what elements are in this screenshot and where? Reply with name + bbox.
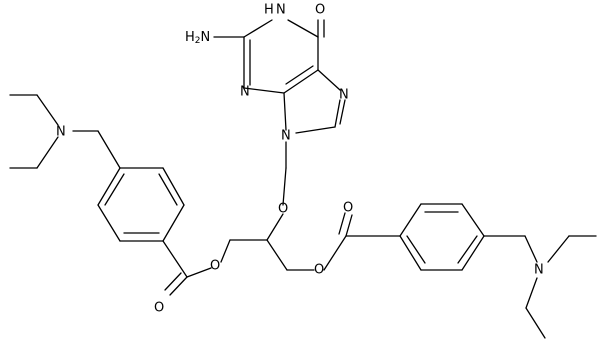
right-amine-nitrogen-label: N [534,263,544,278]
bond [243,19,273,38]
bond [406,235,426,264]
n9-label: N [281,129,291,144]
left-ester-oxygen-label: O [210,259,220,274]
bond [104,173,125,206]
bond [334,99,341,128]
n7-label: N [339,88,349,103]
bond [162,167,185,206]
bond [169,276,188,296]
bond [317,69,341,91]
bond [282,167,287,206]
oxo-oxygen-label: O [315,3,325,18]
right-carbonyl-oxygen-label: O [343,201,353,216]
bond [162,204,185,242]
bond [461,203,485,237]
bond [399,203,422,237]
n1-hydrogen-label: H [264,3,274,18]
bond [339,99,346,125]
bond [399,235,422,271]
bond [524,235,538,263]
bond [283,92,287,131]
bond [287,19,319,38]
bond [525,307,546,339]
bond [525,277,538,309]
bond [220,239,231,263]
bond [158,173,178,206]
ether-oxygen-label: O [278,202,288,217]
bond [457,235,478,264]
bond [97,130,121,169]
bond [186,267,212,278]
left-carbonyl-oxygen-label: O [154,301,164,316]
bond [266,239,288,271]
bond [36,136,59,169]
bond [285,65,314,85]
bond [323,235,347,271]
bond [345,214,353,237]
n3-label: N [240,85,250,100]
bond [266,213,284,241]
bond-lines [9,19,597,339]
bond [97,204,121,242]
amine-label: H2N [185,30,210,47]
bond [36,94,59,126]
bond [461,235,485,271]
bond [283,69,319,94]
bond [164,272,182,291]
bond [97,167,121,206]
bond [547,235,570,263]
left-amine-nitrogen-label: N [56,125,66,140]
right-ester-oxygen-label: O [314,263,324,278]
bond [243,87,285,94]
atom-labels: H2N H N O N N N O O O O O N N [56,3,544,316]
bond [338,212,346,235]
bond [162,240,188,278]
bond [295,126,336,134]
n1-label: N [276,3,286,18]
